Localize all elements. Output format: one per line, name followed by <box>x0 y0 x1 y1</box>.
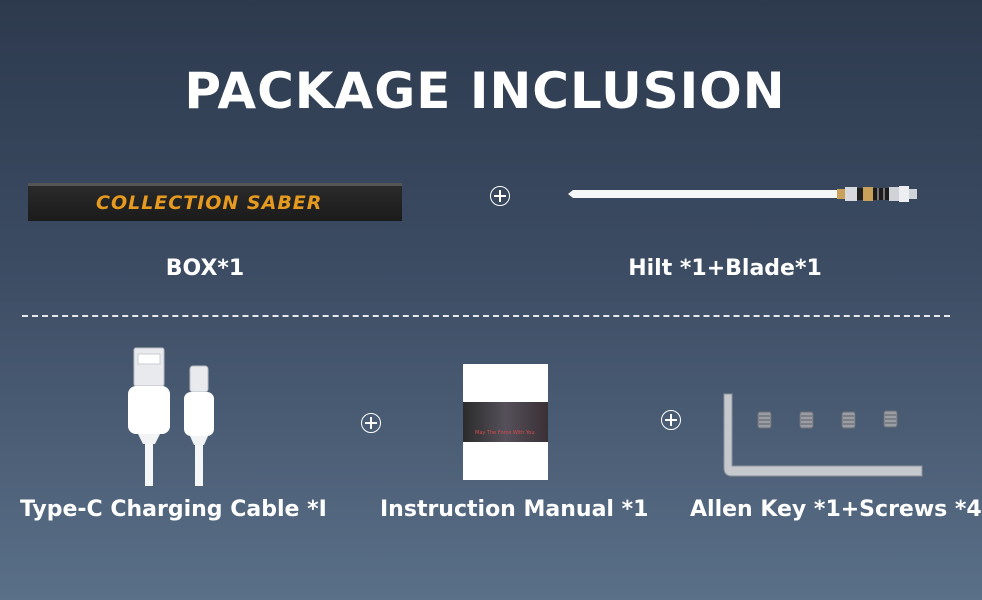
manual-cover-band <box>463 402 548 442</box>
plus-circle-icon <box>661 410 681 430</box>
box-label: BOX*1 <box>165 256 245 281</box>
plus-circle-icon <box>490 186 510 206</box>
lightsaber-image <box>568 186 917 202</box>
section-divider <box>22 315 950 317</box>
allen-key-screws-image <box>723 393 923 477</box>
usb-cable-image <box>128 347 214 486</box>
box-image: COLLECTION SABER <box>28 183 402 221</box>
manual-text: May The Force With You <box>475 430 535 436</box>
manual-image: May The Force With You <box>463 364 548 480</box>
cable-label: Type-C Charging Cable *I <box>20 497 327 522</box>
page-title: PACKAGE INCLUSION <box>184 62 786 120</box>
allen-key-label: Allen Key *1+Screws *4 <box>690 497 982 522</box>
box-text: COLLECTION SABER <box>96 192 323 214</box>
hilt-blade-label: Hilt *1+Blade*1 <box>628 256 822 281</box>
plus-circle-icon <box>361 413 381 433</box>
manual-label: Instruction Manual *1 <box>380 497 649 522</box>
